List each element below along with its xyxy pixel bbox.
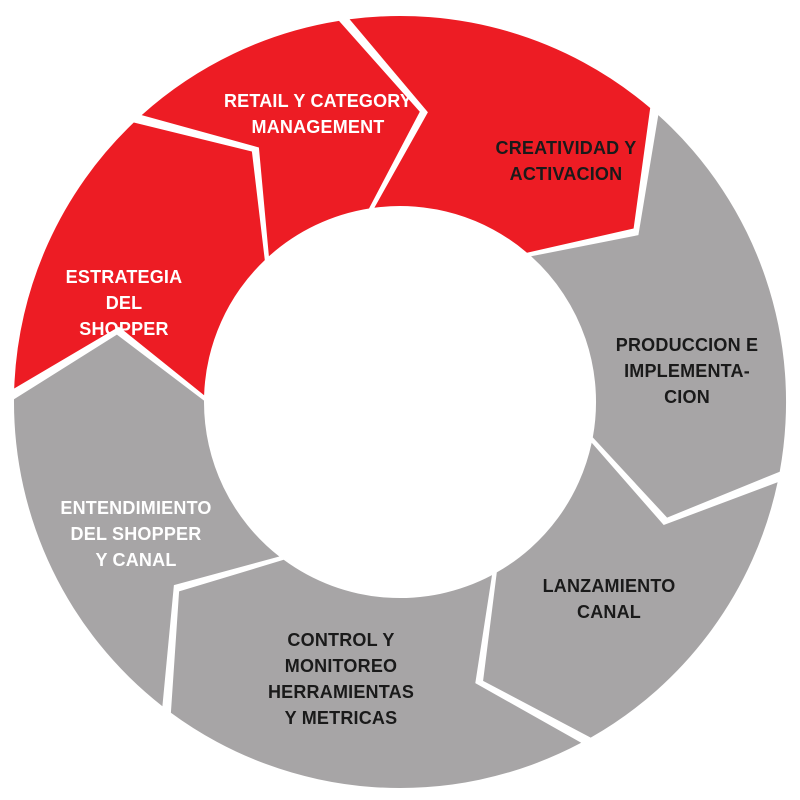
- label-control-line: MONITOREO: [285, 656, 397, 676]
- label-entendimiento: ENTENDIMIENTO DEL SHOPPER Y CANAL: [60, 498, 211, 570]
- label-creatividad-line: CREATIVIDAD Y: [496, 138, 637, 158]
- segment-produccion: [483, 442, 778, 738]
- label-estrategia-line: SHOPPER: [79, 319, 168, 339]
- label-produccion-line: PRODUCCION E: [616, 335, 758, 355]
- label-creatividad: CREATIVIDAD Y ACTIVACION: [496, 138, 637, 184]
- label-produccion-line: CION: [664, 387, 710, 407]
- label-lanzamiento-line: CANAL: [577, 602, 641, 622]
- label-estrategia-line: DEL: [106, 293, 143, 313]
- segment-retail: [349, 15, 651, 253]
- label-control-line: CONTROL Y: [287, 630, 394, 650]
- label-lanzamiento-line: LANZAMIENTO: [543, 576, 676, 596]
- segment-control: [13, 334, 280, 707]
- label-estrategia-line: ESTRATEGIA: [66, 267, 183, 287]
- label-retail-line: MANAGEMENT: [252, 117, 385, 137]
- label-produccion-line: IMPLEMENTA-: [624, 361, 750, 381]
- label-entendimiento-line: Y CANAL: [95, 550, 176, 570]
- label-control-line: Y METRICAS: [285, 708, 398, 728]
- label-entendimiento-line: ENTENDIMIENTO: [60, 498, 211, 518]
- segment-creatividad: [531, 115, 787, 518]
- label-control: CONTROL Y MONITOREO HERRAMIENTAS Y METRICAS: [268, 630, 414, 728]
- label-retail: RETAIL Y CATEGORY MANAGEMENT: [224, 91, 412, 137]
- label-produccion: PRODUCCION E IMPLEMENTA- CION: [616, 335, 758, 407]
- segment-lanzamiento: [170, 559, 582, 789]
- label-lanzamiento: LANZAMIENTO CANAL: [543, 576, 676, 622]
- label-creatividad-line: ACTIVACION: [510, 164, 623, 184]
- segment-entendimiento: [14, 122, 265, 396]
- label-retail-line: RETAIL Y CATEGORY: [224, 91, 412, 111]
- segment-estrategia: [141, 20, 420, 257]
- label-estrategia: ESTRATEGIA DEL SHOPPER: [66, 267, 183, 339]
- label-entendimiento-line: DEL SHOPPER: [71, 524, 202, 544]
- label-control-line: HERRAMIENTAS: [268, 682, 414, 702]
